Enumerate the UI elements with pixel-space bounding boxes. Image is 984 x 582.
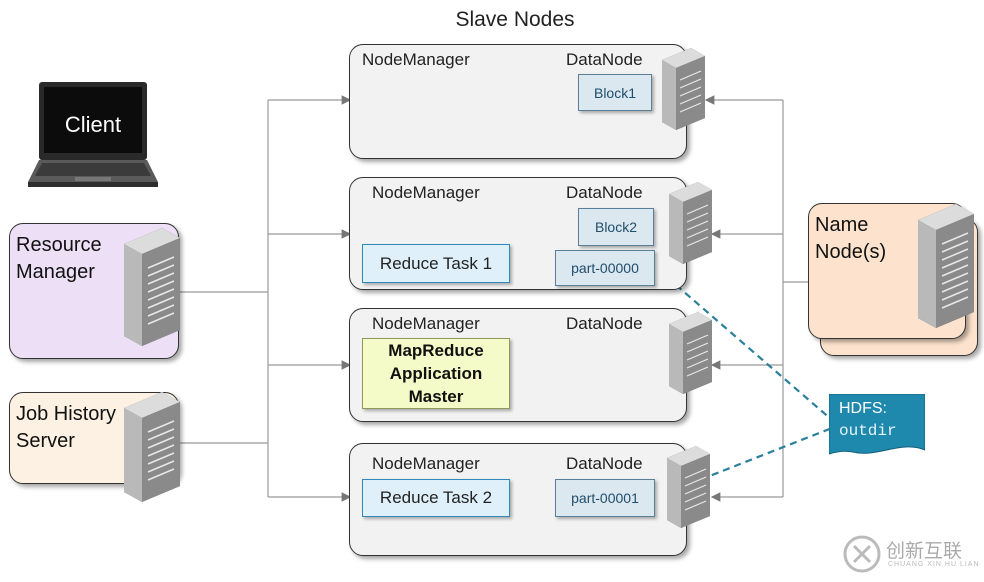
datanode-label: DataNode (566, 50, 643, 69)
datanode-1-server-icon (662, 48, 705, 130)
slave-node-4: NodeManager DataNode Reduce Task 2 part-… (349, 443, 687, 556)
datanode-3-server-icon (669, 312, 712, 394)
watermark-sub: CHUANG XIN HU LIAN (888, 561, 980, 568)
part-00000-box: part-00000 (555, 250, 655, 286)
reduce-task-2-box: Reduce Task 2 (362, 479, 510, 517)
part-00001-box: part-00001 (555, 479, 655, 517)
datanode-label: DataNode (566, 314, 643, 333)
name-node-label-2: Node(s) (815, 241, 887, 263)
job-history-label-2: Server (16, 430, 75, 452)
block1-box: Block1 (578, 74, 652, 111)
job-history-server-icon (124, 392, 180, 502)
name-node-server-icon (918, 204, 974, 328)
hdfs-outdir-document: HDFS: outdir (829, 394, 925, 458)
am-label-2: Application (389, 364, 483, 383)
watermark-logo: 创新互联 CHUANG XIN HU LIAN (836, 528, 982, 578)
nodemanager-label: NodeManager (372, 454, 480, 473)
am-label-1: MapReduce (388, 341, 484, 360)
nodemanager-label: NodeManager (362, 50, 470, 69)
am-label-3: Master (408, 387, 464, 406)
name-node-label-1: Name (815, 214, 869, 236)
watermark-name: 创新互联 (886, 540, 963, 562)
nodemanager-label: NodeManager (372, 183, 480, 202)
datanode-4-server-icon (667, 446, 710, 528)
slave-node-3: NodeManager DataNode MapReduce Applicati… (349, 308, 687, 422)
block2-box: Block2 (578, 208, 654, 246)
datanode-label: DataNode (566, 183, 643, 202)
watermark-icon (843, 535, 881, 573)
client-label: Client (64, 112, 122, 137)
client-laptop: Client (28, 82, 158, 190)
document-icon (829, 394, 925, 455)
laptop-icon (28, 82, 158, 187)
reduce-task-1-box: Reduce Task 1 (362, 244, 510, 283)
mapreduce-application-master-box: MapReduce Application Master (362, 338, 510, 409)
resource-manager-label-2: Manager (16, 261, 95, 283)
slave-nodes-title: Slave Nodes (455, 8, 575, 31)
resource-manager-label-1: Resource (16, 234, 102, 256)
datanode-label: DataNode (566, 454, 643, 473)
slave-node-2: NodeManager DataNode Block2 Reduce Task … (349, 177, 687, 290)
datanode-2-server-icon (669, 182, 712, 264)
nodemanager-label: NodeManager (372, 314, 480, 333)
outdir-label: outdir (839, 422, 897, 440)
job-history-label-1: Job History (16, 403, 117, 425)
hdfs-label: HDFS: (839, 400, 887, 417)
slave-node-1: NodeManager DataNode Block1 (349, 44, 687, 159)
resource-manager-server-icon (124, 228, 180, 346)
